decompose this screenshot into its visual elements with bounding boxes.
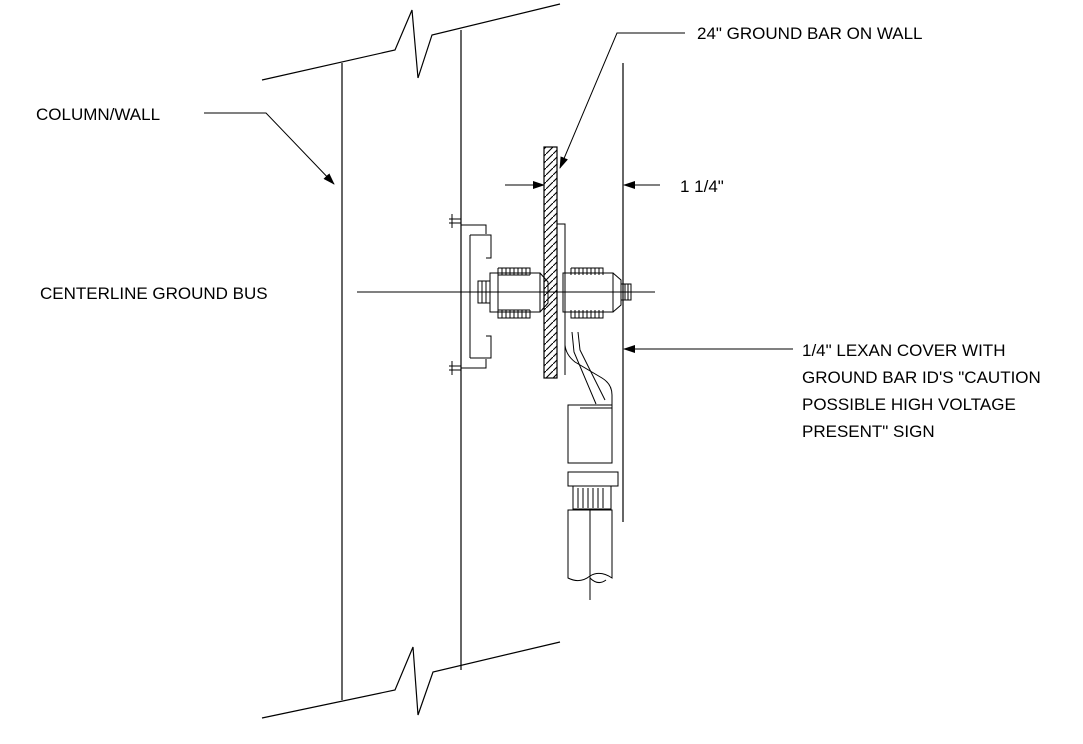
right-insulator xyxy=(562,267,632,319)
cable-lug-and-cable xyxy=(557,223,619,600)
cover-label-line-4: PRESENT" SIGN xyxy=(802,422,935,441)
wall-mounting-bracket xyxy=(449,214,492,375)
column-wall xyxy=(261,3,561,719)
column-wall-label: COLUMN/WALL xyxy=(36,105,160,124)
ground-bar-label: 24" GROUND BAR ON WALL xyxy=(697,24,923,43)
dimension-label: 1 1/4" xyxy=(680,177,724,196)
cover-label-line-1: 1/4" LEXAN COVER WITH xyxy=(802,341,1005,360)
centerline-label: CENTERLINE GROUND BUS xyxy=(40,284,268,303)
cover-label-line-3: POSSIBLE HIGH VOLTAGE xyxy=(802,395,1016,414)
left-insulator xyxy=(489,267,549,319)
leader-lines xyxy=(204,32,793,353)
ground-bar xyxy=(543,146,558,379)
top-break-line xyxy=(261,3,561,81)
bottom-break-line xyxy=(261,641,561,719)
cover-label-line-2: GROUND BAR ID'S "CAUTION xyxy=(802,368,1041,387)
